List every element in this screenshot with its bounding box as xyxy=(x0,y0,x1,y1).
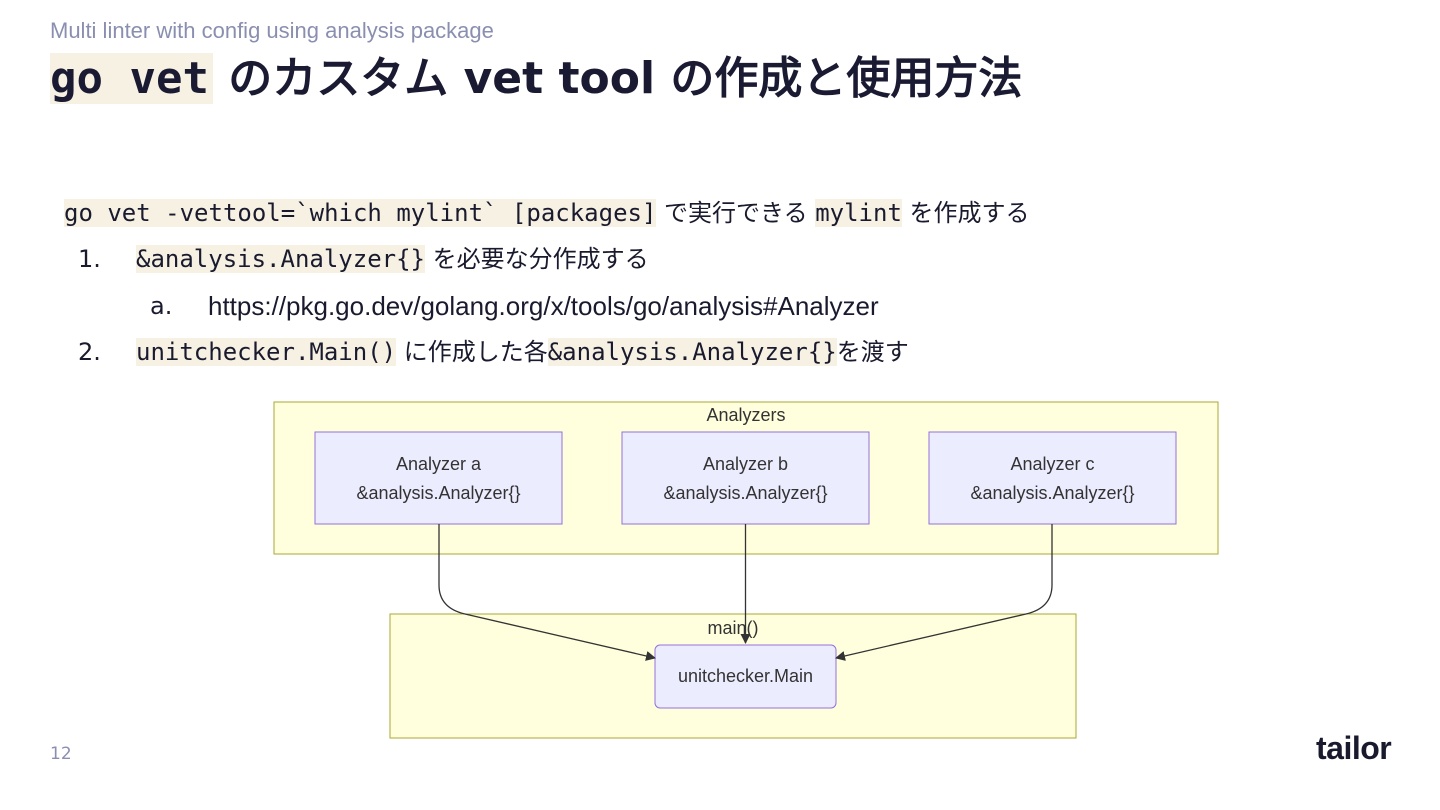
title-text: のカスタム vet tool の作成と使用方法 xyxy=(212,53,1023,104)
list-item-2-text-end: を渡す xyxy=(836,338,909,366)
analyzer-docs-link[interactable]: https://pkg.go.dev/golang.org/x/tools/go… xyxy=(208,291,879,321)
list-item-2-body: unitchecker.Main() に作成した各&analysis.Analy… xyxy=(136,329,909,375)
edge-c-to-main xyxy=(835,524,1053,661)
list-item-1-text: を必要な分作成する xyxy=(424,245,649,273)
analyzers-group-label: Analyzers xyxy=(706,405,785,425)
intro-line: go vet -vettool=`which mylint` [packages… xyxy=(64,190,1030,236)
analyzer-node-a-type: &analysis.Analyzer{} xyxy=(356,483,520,503)
list-item-2-text: に作成した各 xyxy=(396,338,548,366)
list-marker-a: a. xyxy=(150,292,173,320)
analyzer-node-c xyxy=(928,431,1177,525)
intro-text-end: を作成する xyxy=(901,199,1030,227)
edge-a-to-main xyxy=(438,524,656,661)
analyzer-node-b-name: Analyzer b xyxy=(703,454,788,474)
intro-text: で実行できる xyxy=(656,199,816,227)
list-marker-1: 1. xyxy=(78,245,101,273)
unitchecker-node-label: unitchecker.Main xyxy=(678,666,813,686)
analyzer-node-a xyxy=(314,431,563,525)
analyzer-node-c-name: Analyzer c xyxy=(1010,454,1094,474)
unitchecker-code: unitchecker.Main() xyxy=(136,338,397,366)
page-number: 12 xyxy=(50,744,72,764)
slide-subtitle: Multi linter with config using analysis … xyxy=(50,18,494,43)
analyzer-code: &analysis.Analyzer{} xyxy=(136,245,425,273)
list-marker-2: 2. xyxy=(78,338,101,366)
intro-mylint-code: mylint xyxy=(815,199,902,227)
analyzer-node-b xyxy=(621,431,870,525)
intro-command-code: go vet -vettool=`which mylint` [packages… xyxy=(64,199,657,227)
unitchecker-node xyxy=(654,644,837,709)
analyzer-node-c-type: &analysis.Analyzer{} xyxy=(970,483,1134,503)
analyzer-code-2: &analysis.Analyzer{} xyxy=(547,338,837,366)
tailor-logo: tailor xyxy=(1316,730,1392,766)
title-code: go vet xyxy=(50,53,213,104)
list-item-1-body: &analysis.Analyzer{} を必要な分作成する xyxy=(136,236,649,282)
main-group-label: main() xyxy=(707,618,758,638)
analyzer-node-b-type: &analysis.Analyzer{} xyxy=(663,483,827,503)
slide-title: go vet のカスタム vet tool の作成と使用方法 xyxy=(50,50,1022,108)
analyzer-node-a-name: Analyzer a xyxy=(396,454,482,474)
